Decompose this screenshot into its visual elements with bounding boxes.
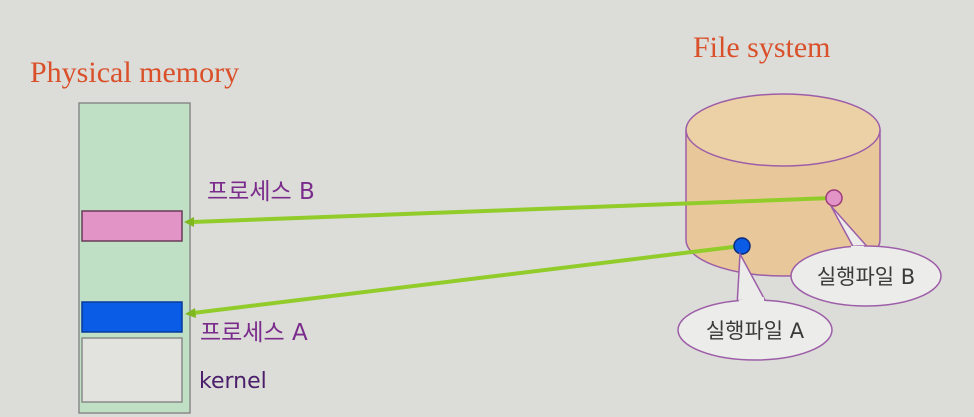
memory-title: Physical memory: [30, 56, 239, 89]
exec-a-callout: 실행파일 A: [677, 251, 833, 361]
process-a-region: [81, 301, 183, 333]
arrow-exec-a-to-process-a: [191, 244, 743, 315]
filesystem-title: File system: [693, 31, 831, 64]
mapping-arrows: [184, 196, 834, 318]
process-b-label: 프로세스 B: [207, 179, 315, 205]
exec-a-dot: [733, 237, 751, 255]
exec-b-callout: 실행파일 B: [790, 205, 942, 307]
disk-cylinder: [685, 93, 881, 277]
arrowhead-process-b: [184, 217, 194, 227]
exec-b-dot: [825, 189, 843, 207]
arrowhead-process-a: [185, 308, 196, 318]
process-b-region: [81, 210, 183, 242]
disk-top: [685, 93, 881, 167]
arrow-exec-b-to-process-b: [190, 196, 834, 224]
exec-b-bubble: [790, 245, 942, 307]
physical-memory: [78, 102, 191, 414]
process-a-label: 프로세스 A: [200, 320, 308, 346]
kernel-label: kernel: [199, 369, 267, 394]
exec-a-label: 실행파일 A: [706, 319, 805, 343]
exec-b-label: 실행파일 B: [817, 265, 915, 289]
kernel-region: [81, 337, 183, 403]
